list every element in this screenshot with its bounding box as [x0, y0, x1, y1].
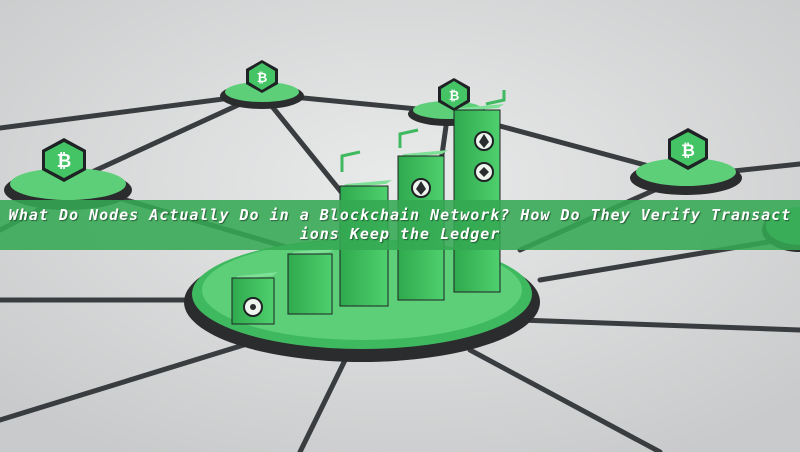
node-left: ₿: [4, 138, 132, 210]
bitcoin-badge-icon: ₿: [42, 138, 86, 182]
link-leftnode-to-topnode: [65, 91, 265, 186]
link-base-to-bottom: [297, 347, 353, 452]
bitcoin-badge-icon: ₿: [438, 78, 470, 111]
bar-block-5: [453, 90, 506, 293]
page-title: What Do Nodes Actually Do in a Blockchai…: [8, 206, 792, 243]
link-base-to-right: [517, 317, 800, 333]
title-banner: What Do Nodes Actually Do in a Blockchai…: [0, 200, 800, 250]
node-right: ₿: [630, 128, 742, 195]
svg-text:₿: ₿: [681, 141, 695, 161]
link-left-to-topnode: [0, 91, 265, 131]
svg-text:₿: ₿: [449, 89, 460, 104]
bar-block-1: [231, 272, 278, 325]
bracket-marker: [340, 150, 361, 172]
node-top: ₿: [220, 60, 304, 109]
bitcoin-badge-icon: ₿: [246, 60, 278, 93]
link-base-to-bottomright: [467, 347, 663, 452]
bitcoin-badge-icon: ₿: [668, 128, 708, 170]
bar-block-2: [287, 248, 336, 315]
svg-text:₿: ₿: [57, 151, 72, 172]
link-base-to-bottomleft: [0, 337, 263, 423]
bracket-marker: [398, 128, 419, 148]
bracket-marker: [485, 90, 506, 106]
svg-text:₿: ₿: [257, 71, 268, 86]
